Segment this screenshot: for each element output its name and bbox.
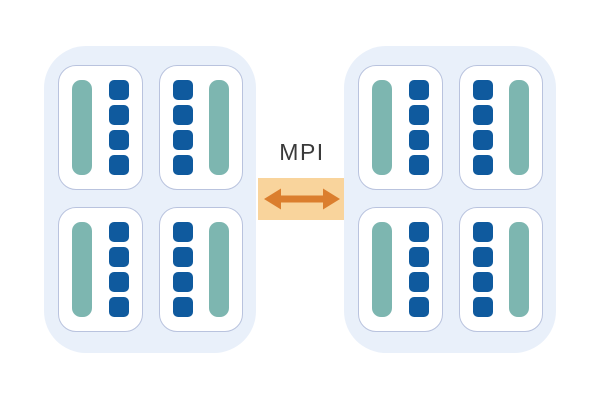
memory-bar (209, 80, 229, 175)
core-column (172, 80, 193, 175)
core-square (108, 272, 129, 292)
core-column (408, 80, 429, 175)
core-square (172, 297, 193, 317)
core-square (108, 297, 129, 317)
core-square (108, 105, 129, 125)
core-square (408, 80, 429, 100)
processor-socket (458, 207, 543, 332)
core-square (472, 247, 493, 267)
memory-bar (72, 222, 92, 317)
core-square (108, 247, 129, 267)
core-square (172, 105, 193, 125)
core-square (408, 130, 429, 150)
memory-bar (372, 222, 392, 317)
core-square (472, 105, 493, 125)
core-square (408, 297, 429, 317)
memory-bar (509, 222, 529, 317)
core-square (108, 130, 129, 150)
core-column (472, 80, 493, 175)
core-column (472, 222, 493, 317)
core-column (408, 222, 429, 317)
core-square (472, 80, 493, 100)
core-square (472, 130, 493, 150)
core-column (172, 222, 193, 317)
core-square (172, 222, 193, 242)
memory-bar (72, 80, 92, 175)
memory-bar (509, 80, 529, 175)
processor-socket (58, 65, 143, 190)
core-square (172, 272, 193, 292)
core-square (472, 155, 493, 175)
memory-bar (209, 222, 229, 317)
core-square (108, 155, 129, 175)
memory-bar (372, 80, 392, 175)
processor-socket (158, 65, 243, 190)
processor-socket (358, 65, 443, 190)
core-square (408, 222, 429, 242)
compute-node-left (44, 46, 256, 353)
core-square (172, 247, 193, 267)
mpi-arrow-box (258, 178, 346, 220)
core-square (408, 247, 429, 267)
core-square (472, 272, 493, 292)
core-square (472, 297, 493, 317)
core-square (408, 155, 429, 175)
processor-socket (358, 207, 443, 332)
core-square (108, 80, 129, 100)
core-square (408, 272, 429, 292)
core-square (408, 105, 429, 125)
mpi-label: MPI (279, 139, 325, 165)
processor-socket (158, 207, 243, 332)
processor-socket (58, 207, 143, 332)
core-column (108, 222, 129, 317)
processor-socket (458, 65, 543, 190)
core-square (172, 80, 193, 100)
core-square (172, 130, 193, 150)
double-arrow-icon (264, 188, 340, 210)
core-square (108, 222, 129, 242)
core-column (108, 80, 129, 175)
core-square (472, 222, 493, 242)
core-square (172, 155, 193, 175)
compute-node-right (344, 46, 556, 353)
